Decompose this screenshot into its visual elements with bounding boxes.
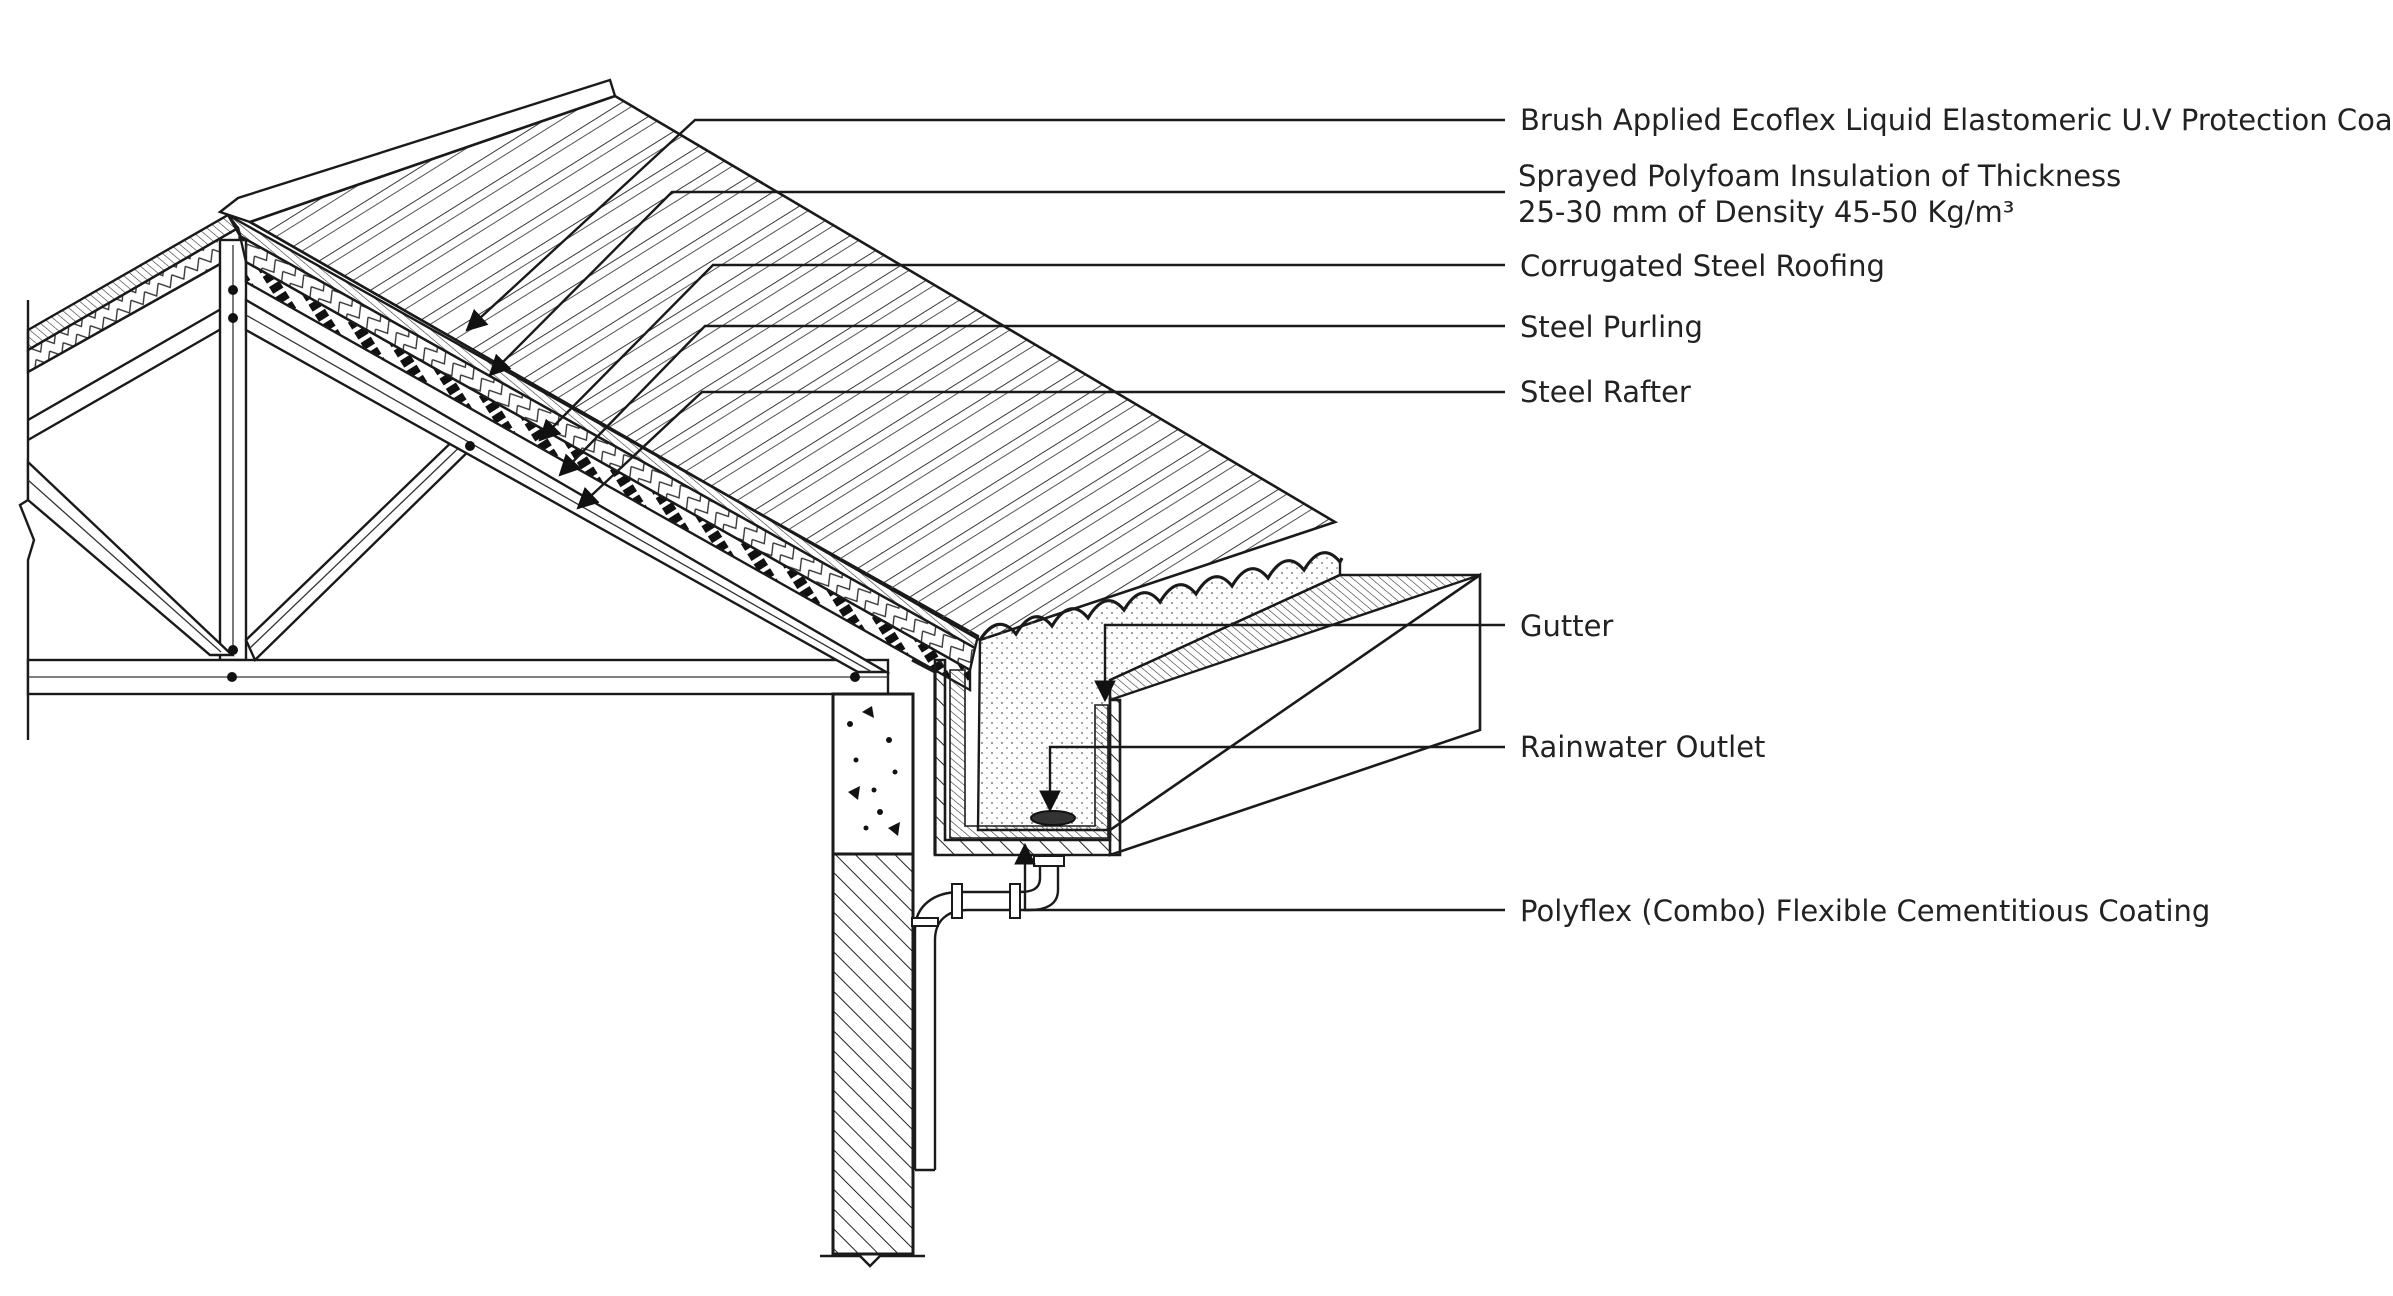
- wall-and-beam: [820, 692, 925, 1268]
- steel-truss: [18, 238, 891, 740]
- label-gutter: Gutter: [1520, 609, 1613, 643]
- leader-lines: [465, 118, 1505, 912]
- label-insulation-line2: 25-30 mm of Density 45-50 Kg/m³: [1518, 195, 2014, 229]
- gutter: [911, 572, 1482, 857]
- label-steel-purling: Steel Purling: [1520, 310, 1703, 344]
- label-corrugated-roofing: Corrugated Steel Roofing: [1520, 249, 1885, 283]
- label-cementitious-coating: Polyflex (Combo) Flexible Cementitious C…: [1520, 894, 2210, 928]
- downpipe: [911, 855, 1065, 1172]
- label-steel-rafter: Steel Rafter: [1520, 375, 1691, 409]
- label-rainwater-outlet: Rainwater Outlet: [1520, 730, 1765, 764]
- label-insulation-line1: Sprayed Polyfoam Insulation of Thickness: [1518, 159, 2121, 193]
- polyfoam-end-block: [976, 551, 1342, 832]
- left-roof-slope: [26, 213, 247, 442]
- label-uv-coating: Brush Applied Ecoflex Liquid Elastomeric…: [1520, 103, 2393, 137]
